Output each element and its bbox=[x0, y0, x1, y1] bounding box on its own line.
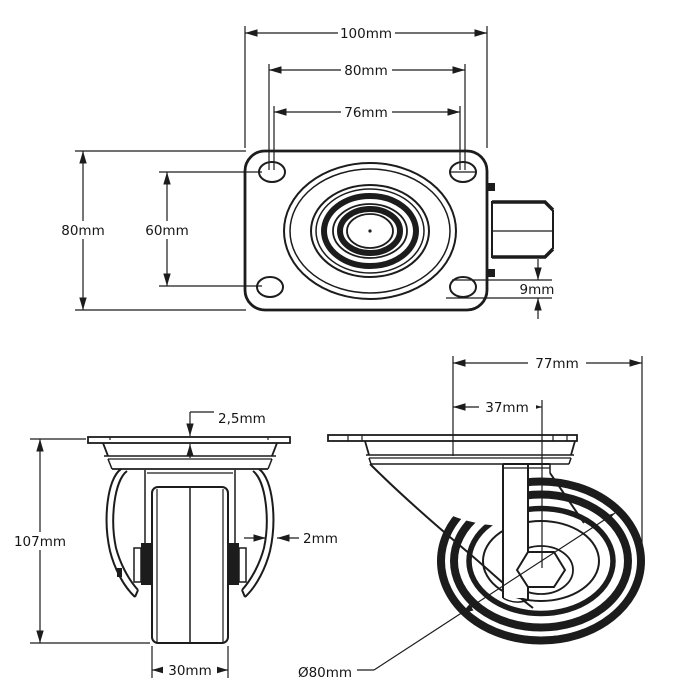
dim-plate-depth: 80mm bbox=[56, 151, 110, 310]
axle-nut bbox=[515, 551, 567, 588]
dim-plate-depth-label: 80mm bbox=[61, 223, 104, 239]
dim-slot-width: 9mm bbox=[446, 259, 554, 319]
dim-overall-height: 107mm bbox=[12, 438, 150, 644]
dim-fork-thickness: 2mm bbox=[244, 531, 338, 547]
front-fork bbox=[105, 468, 275, 598]
dim-fork-thickness-label: 2mm bbox=[303, 531, 338, 547]
front-wheel bbox=[151, 486, 229, 644]
dim-hole-spacing-depth: 60mm bbox=[141, 172, 193, 286]
dim-plate-length-label: 77mm bbox=[535, 356, 578, 372]
swivel-hub-rings bbox=[283, 162, 457, 300]
dim-swivel-offset-label: 37mm bbox=[485, 400, 528, 416]
side-view: 77mm 37mm Ø80mm bbox=[298, 354, 645, 681]
top-extension-lines bbox=[75, 26, 488, 311]
dim-wheel-diameter-label: Ø80mm bbox=[298, 665, 352, 681]
dim-wheel-diameter: Ø80mm bbox=[298, 512, 616, 681]
dim-hole-spacing-outer: 80mm bbox=[269, 61, 465, 79]
dim-plate-width: 100mm bbox=[245, 24, 487, 42]
dim-wheel-width: 30mm bbox=[151, 646, 229, 679]
dim-wheel-width-label: 30mm bbox=[168, 663, 211, 679]
top-plate-outline bbox=[243, 149, 489, 312]
dim-hole-spacing-depth-label: 60mm bbox=[145, 223, 188, 239]
front-view: 2,5mm 107mm 2mm 30mm bbox=[12, 411, 338, 679]
front-plate-head bbox=[87, 436, 291, 470]
dim-swivel-offset: 37mm bbox=[453, 398, 543, 568]
dim-plate-width-label: 100mm bbox=[340, 26, 392, 42]
side-fork-body bbox=[368, 464, 503, 526]
dim-overall-height-label: 107mm bbox=[14, 534, 66, 550]
bolt-holes bbox=[256, 161, 477, 298]
wheel-top-view bbox=[487, 183, 555, 277]
dim-plate-thickness-label: 2,5mm bbox=[218, 411, 266, 427]
top-plan-view: 100mm 80mm 76mm 80mm 60mm bbox=[56, 24, 554, 319]
dim-hole-spacing-inner: 76mm bbox=[274, 103, 460, 121]
dim-plate-thickness: 2,5mm bbox=[186, 411, 266, 458]
dim-slot-width-label: 9mm bbox=[520, 282, 555, 298]
side-wheel-rings bbox=[437, 477, 645, 645]
dim-hole-spacing-outer-label: 80mm bbox=[344, 63, 387, 79]
dim-hole-spacing-inner-label: 76mm bbox=[344, 105, 387, 121]
axle-blocks bbox=[133, 543, 247, 585]
